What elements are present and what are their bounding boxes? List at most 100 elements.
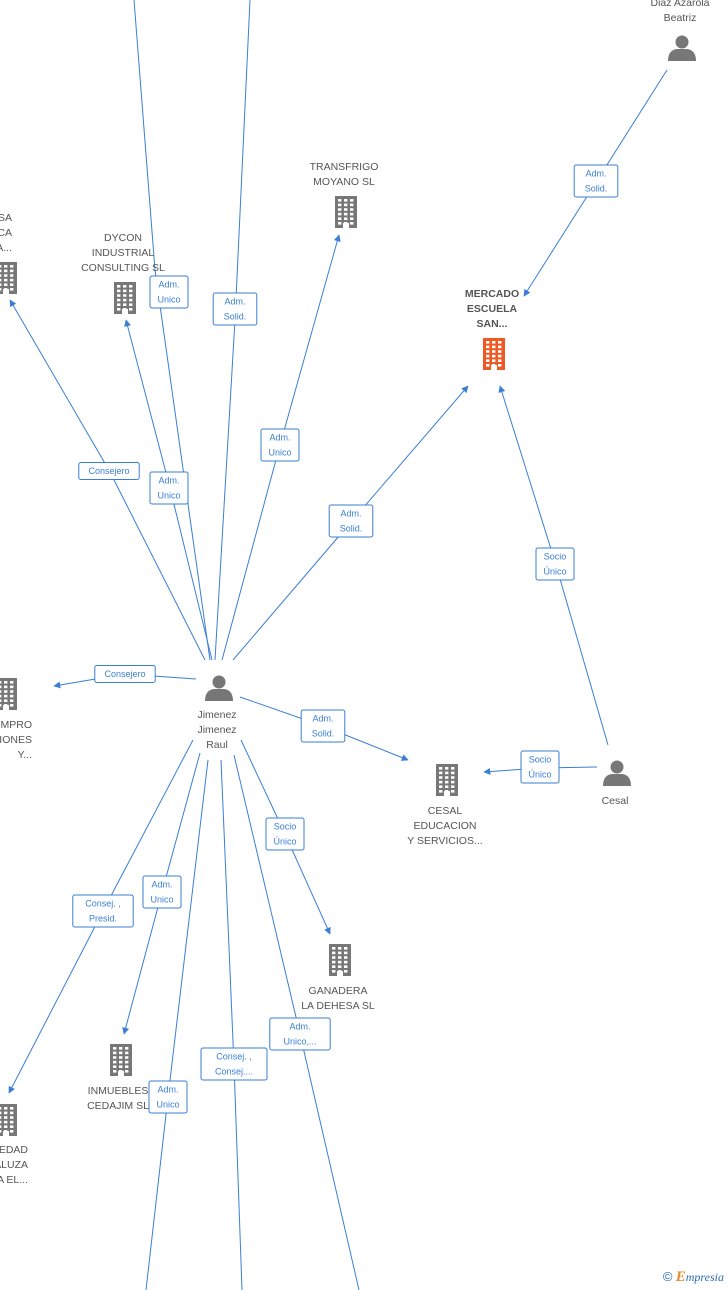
building-icon (0, 262, 17, 294)
node-label-line: Jimenez (197, 709, 236, 721)
node-label-line: TRANSFRIGO (310, 161, 379, 173)
edge-label-box (200, 1047, 268, 1081)
edge-label-text: Adm. (269, 433, 290, 443)
edge-label-box (72, 894, 134, 928)
node-label-line: LA DEHESA SL (301, 1000, 375, 1012)
edge-label-text: Único (543, 567, 566, 577)
edge-label-text: Socio (274, 822, 297, 832)
edge-label-text: Unico (268, 448, 291, 458)
edge-label-e7[interactable]: Adm.Solid. (328, 504, 374, 538)
node-label-line: MERCADO (465, 288, 519, 300)
building-icon (0, 678, 17, 710)
edge-label-box (148, 1080, 188, 1114)
edge-e3 (214, 0, 251, 661)
node-label-line: GANADERA (309, 985, 368, 997)
node-label-line: INMUEBLES (88, 1085, 149, 1097)
edge-label-text: Adm. (224, 297, 245, 307)
copyright-symbol: © (662, 1269, 673, 1284)
person-icon (668, 35, 696, 61)
node-compro[interactable]: MPROUCCIONESY... (0, 678, 32, 761)
edge-label-box (535, 547, 575, 581)
node-label-line: RESA (0, 212, 12, 224)
edge-label-e4[interactable]: Adm. Unico (260, 428, 300, 462)
edge-label-text: Adm. (340, 509, 361, 519)
edge-label-e6[interactable]: Adm. Unico (149, 471, 189, 505)
node-label-line: CESAL (428, 805, 463, 817)
node-label-line: CONSULTING SL (81, 262, 165, 274)
node-label-line: Cesal (602, 795, 629, 807)
edge-label-box (149, 275, 189, 309)
node-label-line: DYCON (104, 232, 142, 244)
brand-initial: E (675, 1269, 686, 1285)
node-ganadera[interactable]: GANADERA LA DEHESA SL (301, 944, 375, 1012)
edge-label-text: Consej. , (216, 1052, 252, 1062)
node-label-line: Beatriz (664, 12, 697, 24)
node-label-line: Jimenez (197, 724, 236, 736)
node-label-line: CEDAJIM SL (87, 1100, 149, 1112)
node-label-line: Y... (18, 749, 32, 761)
edge-label-e10[interactable]: Adm. Solid. (300, 709, 346, 743)
building-icon (110, 1044, 132, 1076)
edge-label-e15[interactable]: Adm. Unico,... (269, 1017, 331, 1051)
node-inmuebles[interactable]: INMUEBLES CEDAJIM SL (87, 1044, 149, 1112)
edge-label-text: Adm. (289, 1022, 310, 1032)
brand-watermark[interactable]: © Empresia (663, 1269, 724, 1286)
node-cesal-edu[interactable]: CESAL EDUCACION Y SERVICIOS... (407, 764, 483, 847)
node-label-line: INDUSTRIAL (92, 247, 155, 259)
node-empresa[interactable]: RESALICALA... (0, 212, 17, 294)
edge-label-box (300, 709, 346, 743)
edge-label-box (573, 164, 619, 198)
edge-label-text: Solid. (312, 729, 335, 739)
node-label-line: Y SERVICIOS... (407, 835, 482, 847)
edge-label-text: Solid. (224, 312, 247, 322)
node-label-line: EDUCACION (413, 820, 476, 832)
edge-label-e1[interactable]: Adm.Solid. (573, 164, 619, 198)
node-mercado[interactable]: MERCADO ESCUELA SAN... (465, 288, 519, 370)
edge-label-box (260, 428, 300, 462)
edge-label-text: Adm. (312, 714, 333, 724)
node-label-line: LA... (0, 242, 12, 254)
node-label-line: ESCUELA (467, 303, 518, 315)
person-icon (603, 760, 631, 786)
edge-e17 (145, 759, 209, 1290)
edge-label-e13[interactable]: Consej. ,Presid. (72, 894, 134, 928)
node-label-line: EDAD (0, 1144, 28, 1156)
node-dycon[interactable]: DYCON INDUSTRIAL CONSULTING SL (81, 232, 165, 314)
edge-label-text: Único (273, 837, 296, 847)
edge-label-e2[interactable]: Adm.Unico (149, 275, 189, 309)
node-label-line: MPRO (1, 719, 33, 731)
edge-label-box (212, 292, 258, 326)
node-cesal[interactable]: Cesal (602, 760, 631, 808)
edge-label-text: Unico (157, 491, 180, 501)
edge-label-text: Consejero (104, 669, 145, 679)
node-sociedad[interactable]: EDADALUZAA EL... (0, 1104, 28, 1186)
edge-label-e9[interactable]: Consejero (94, 665, 156, 683)
edge-label-e17[interactable]: Adm.Unico (148, 1080, 188, 1114)
node-label-line: A EL... (0, 1174, 28, 1186)
edge-label-box (94, 665, 156, 683)
building-icon (0, 1104, 17, 1136)
edge-label-box (269, 1017, 331, 1051)
edge-label-box (328, 504, 374, 538)
edge-label-text: Adm. (158, 476, 179, 486)
edge-label-e5[interactable]: Consejero (78, 462, 140, 480)
edge-label-text: Adm. (158, 280, 179, 290)
highlighted-building-icon (483, 338, 505, 370)
edge-label-e14[interactable]: Adm.Unico (142, 875, 182, 909)
building-icon (335, 196, 357, 228)
edge-label-e3[interactable]: Adm. Solid. (212, 292, 258, 326)
edge-label-text: Unico,... (283, 1037, 316, 1047)
edge-label-text: Consej.... (215, 1067, 253, 1077)
edge-e2 (133, 0, 211, 661)
building-icon (114, 282, 136, 314)
edge-label-e16[interactable]: Consej. , Consej.... (200, 1047, 268, 1081)
node-label-line: SAN... (477, 318, 508, 330)
brand-name: mpresia (685, 1270, 724, 1284)
